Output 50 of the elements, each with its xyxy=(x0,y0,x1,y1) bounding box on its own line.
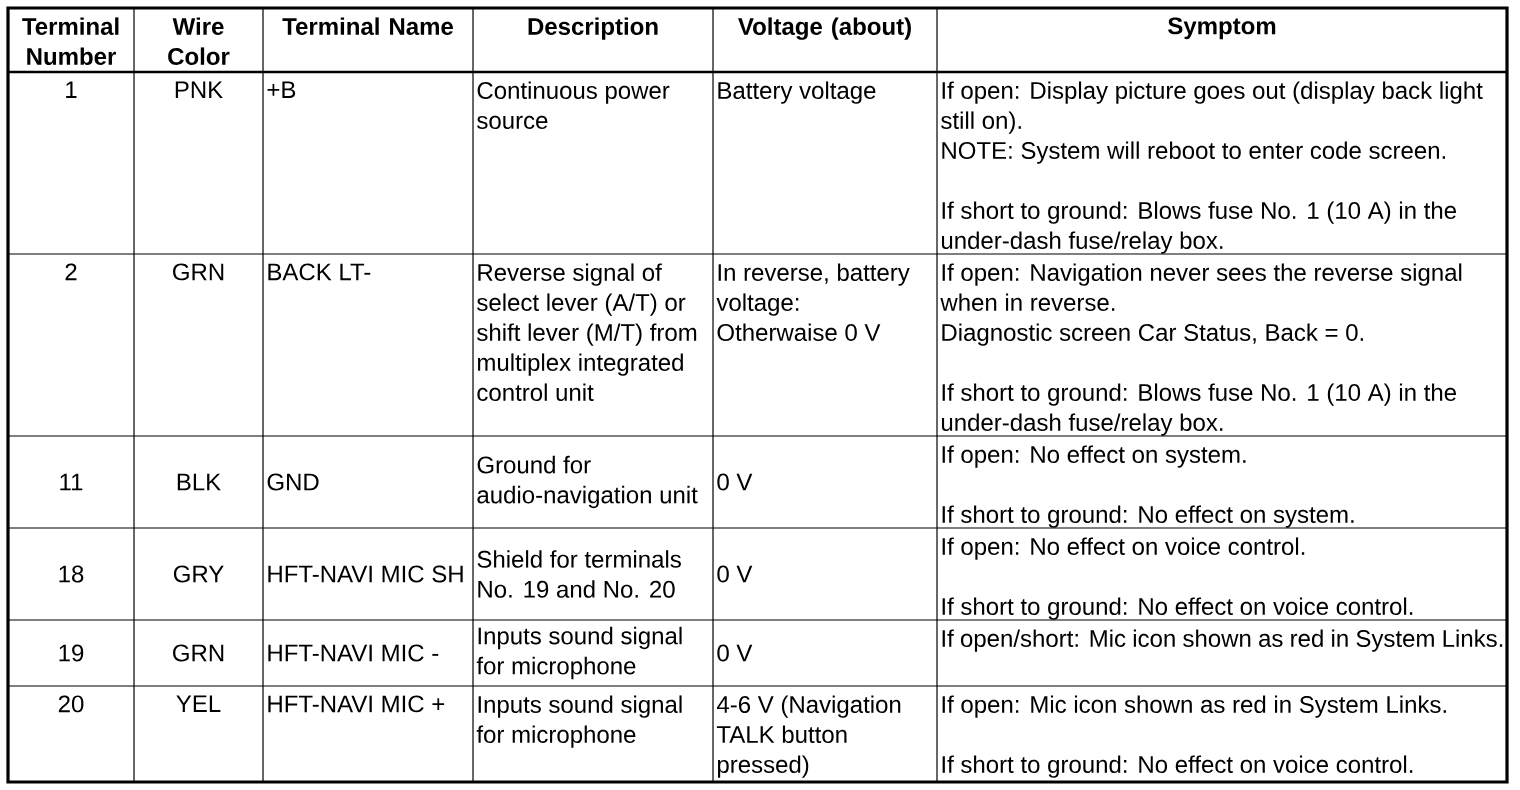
cell-text: 18 xyxy=(59,565,84,583)
cell-text: GRN xyxy=(173,644,224,662)
cell-text: GRN xyxy=(173,263,224,281)
cell-text: If open: Display picture goes out (display back light still on). xyxy=(941,81,1483,134)
cell-text: Otherwaise 0 V xyxy=(717,323,881,341)
cell-text: 2 xyxy=(65,263,77,281)
cell-text: BLK xyxy=(177,473,221,491)
cell-text: Inputs sound signal for microphone xyxy=(476,626,682,680)
cell-text: If short to ground: Blows fuse No. 1 (10 A) in the under-dash fuse/relay box. xyxy=(942,383,1456,436)
cell-text: Inputs sound signal for microphone xyxy=(476,695,682,748)
column-header: Description xyxy=(528,17,658,40)
cell-text: PNK xyxy=(175,81,223,98)
cell-text: HFT-NAVI MIC SH xyxy=(268,565,463,583)
cell-text: 20 xyxy=(58,695,84,713)
cell-text: Continuous power source xyxy=(477,81,670,129)
cell-text: If short to ground: No effect on voice control. xyxy=(942,597,1413,620)
cell-text: 19 xyxy=(59,644,84,662)
cell-text: If open: Mic icon shown as red in System Links. xyxy=(942,695,1446,718)
cell-text: If open: No effect on system. xyxy=(942,445,1246,468)
column-header: Voltage (about) xyxy=(738,17,911,40)
cell-text: Ground for audio-navigation unit xyxy=(477,455,698,509)
cell-text: If open: Navigation never sees the reverse signal when in reverse. xyxy=(940,263,1462,311)
cell-text: Shield for terminals No. 19 and No. 20 xyxy=(477,550,681,598)
cell-text: NOTE: System will reboot to enter code screen. xyxy=(942,141,1446,164)
column-header: Terminal Name xyxy=(282,17,453,35)
cell-text: 0 V xyxy=(717,473,753,491)
cell-text: Battery voltage xyxy=(718,81,876,104)
cell-text: HFT-NAVI MIC - xyxy=(268,644,439,662)
cell-text: If open/short: Mic icon shown as red in System Links. xyxy=(942,629,1503,652)
cell-text: YEL xyxy=(176,695,221,712)
cell-text: If short to ground: No effect on system. xyxy=(942,505,1354,528)
cell-text: +B xyxy=(267,81,296,98)
cell-text: In reverse, battery voltage: xyxy=(716,263,910,316)
cell-text: GND xyxy=(267,473,319,491)
column-header: Terminal Number xyxy=(22,17,119,65)
cell-text: 0 V xyxy=(717,565,753,583)
cell-text: If open: No effect on voice control. xyxy=(942,537,1305,560)
column-header: Symptom xyxy=(1168,17,1276,40)
cell-text: If short to ground: No effect on voice control. xyxy=(942,755,1413,778)
cell-text: Diagnostic screen Car Status, Back = 0. xyxy=(942,323,1363,346)
cell-text: 4-6 V (Navigation TALK button pressed) xyxy=(716,695,901,778)
cell-text: BACK LT- xyxy=(268,263,371,281)
cell-text: GRY xyxy=(173,565,224,583)
cell-text: 0 V xyxy=(717,644,753,662)
cell-text: 11 xyxy=(60,473,83,491)
cell-text: Reverse signal of select lever (A/T) or shift lever (M/T) from multiplex integrated control unit xyxy=(477,263,697,401)
cell-text: If short to ground: Blows fuse No. 1 (10 A) in the under-dash fuse/relay box. xyxy=(942,201,1456,254)
column-header: Wire Color xyxy=(168,17,230,65)
cell-text: HFT-NAVI MIC + xyxy=(268,695,445,713)
cell-text: 1 xyxy=(66,81,77,98)
